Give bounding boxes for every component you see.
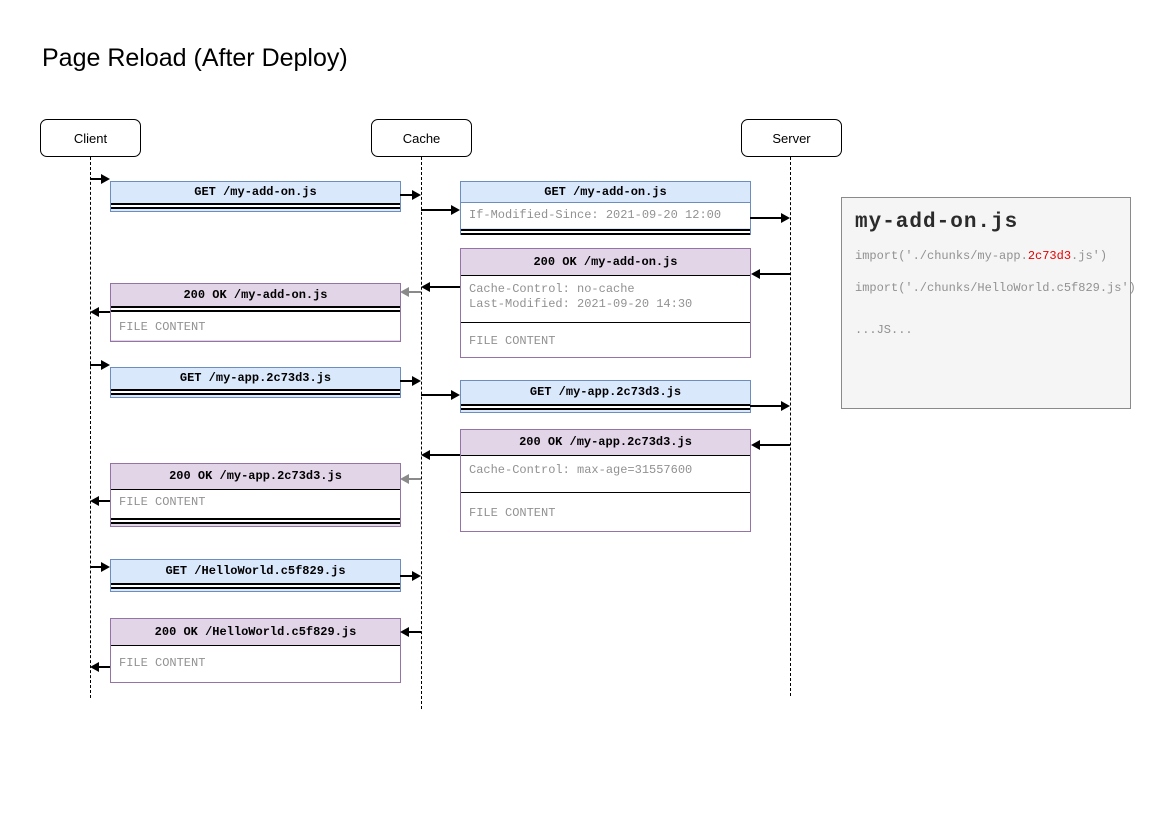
message-title: GET /my-add-on.js <box>194 185 317 199</box>
message-title: 200 OK /my-app.2c73d3.js <box>519 435 692 449</box>
actor-cache-label: Cache <box>402 130 441 146</box>
message-arrow <box>421 450 460 460</box>
message-box-get-my-app-cache-server: GET /my-app.2c73d3.js <box>460 380 751 413</box>
message-box-200-my-add-on-server-cache: 200 OK /my-add-on.js Cache-Control: no-c… <box>460 248 751 358</box>
actor-cache: Cache <box>371 119 472 157</box>
message-box-200-helloworld-cache-client: 200 OK /HelloWorld.c5f829.js FILE CONTEN… <box>110 618 401 683</box>
divider-double-line <box>461 404 750 410</box>
message-title: GET /HelloWorld.c5f829.js <box>165 564 346 578</box>
actor-server-label: Server <box>772 130 811 146</box>
divider-double-line <box>111 518 400 524</box>
message-arrow <box>400 474 421 484</box>
message-box-200-my-app-cache-client: 200 OK /my-app.2c73d3.js FILE CONTENT <box>110 463 401 527</box>
lifeline-server <box>790 157 791 696</box>
message-arrow <box>90 307 110 317</box>
message-arrow <box>751 269 790 279</box>
message-arrow <box>751 440 790 450</box>
message-title: 200 OK /my-add-on.js <box>533 255 678 269</box>
message-headers: Cache-Control: no-cache Last-Modified: 2… <box>461 275 750 322</box>
message-arrow <box>90 562 110 572</box>
message-header-line: Cache-Control: max-age=31557600 <box>461 455 750 492</box>
message-header-line: If-Modified-Since: 2021-09-20 12:00 <box>461 202 750 228</box>
message-arrow <box>400 627 421 637</box>
lifeline-cache <box>421 157 422 709</box>
message-arrow <box>90 174 110 184</box>
message-arrow <box>400 571 421 581</box>
code-line-import-my-app: import('./chunks/my-app.2c73d3.js') <box>855 249 1130 263</box>
code-hash-highlight: 2c73d3 <box>1027 249 1072 263</box>
divider-double-line <box>461 229 750 235</box>
message-box-get-helloworld-client-cache: GET /HelloWorld.c5f829.js <box>110 559 401 592</box>
divider-double-line <box>111 389 400 395</box>
message-title: 200 OK /my-add-on.js <box>183 288 328 302</box>
message-title: 200 OK /HelloWorld.c5f829.js <box>154 625 357 639</box>
message-file-content: FILE CONTENT <box>461 492 750 531</box>
message-box-200-my-add-on-cache-client: 200 OK /my-add-on.js FILE CONTENT <box>110 283 401 342</box>
message-arrow <box>421 282 460 292</box>
message-file-content: FILE CONTENT <box>461 322 750 357</box>
message-arrow <box>90 662 110 672</box>
message-file-content: FILE CONTENT <box>111 312 400 340</box>
divider-double-line <box>111 583 400 589</box>
message-title: GET /my-add-on.js <box>544 185 667 199</box>
code-text: .js') <box>1071 249 1108 263</box>
message-header-line: Cache-Control: no-cache <box>469 282 635 296</box>
message-box-get-my-app-client-cache: GET /my-app.2c73d3.js <box>110 367 401 398</box>
message-arrow <box>421 390 460 400</box>
divider-double-line <box>111 203 400 209</box>
page-title: Page Reload (After Deploy) <box>42 44 348 72</box>
code-panel-title: my-add-on.js <box>855 211 1019 234</box>
message-file-content: FILE CONTENT <box>111 489 400 518</box>
message-header-line: Last-Modified: 2021-09-20 14:30 <box>469 297 693 311</box>
code-text: import('./chunks/my-app. <box>855 249 1028 263</box>
message-title: GET /my-app.2c73d3.js <box>529 385 682 399</box>
message-arrow <box>90 496 110 506</box>
message-title: 200 OK /my-app.2c73d3.js <box>169 469 342 483</box>
message-arrow <box>421 205 460 215</box>
message-arrow <box>400 376 421 386</box>
actor-server: Server <box>741 119 842 157</box>
message-arrow <box>750 401 790 411</box>
message-file-content: FILE CONTENT <box>111 645 400 682</box>
message-box-200-my-app-server-cache: 200 OK /my-app.2c73d3.js Cache-Control: … <box>460 429 751 532</box>
message-title: GET /my-app.2c73d3.js <box>179 371 332 385</box>
message-arrow <box>750 213 790 223</box>
code-panel: my-add-on.js import('./chunks/my-app.2c7… <box>841 197 1136 409</box>
message-box-get-my-add-on-cache-server: GET /my-add-on.js If-Modified-Since: 202… <box>460 181 751 235</box>
divider-double-line <box>111 306 400 312</box>
message-arrow <box>90 360 110 370</box>
code-line-js-ellipsis: ...JS... <box>855 323 913 337</box>
message-arrow <box>400 287 421 297</box>
actor-client: Client <box>40 119 141 157</box>
lifeline-client <box>90 157 91 698</box>
message-arrow <box>400 190 421 200</box>
message-box-get-my-add-on-client-cache: GET /my-add-on.js <box>110 181 401 212</box>
actor-client-label: Client <box>73 130 108 146</box>
code-line-import-helloworld: import('./chunks/HelloWorld.c5f829.js') <box>855 281 1136 295</box>
